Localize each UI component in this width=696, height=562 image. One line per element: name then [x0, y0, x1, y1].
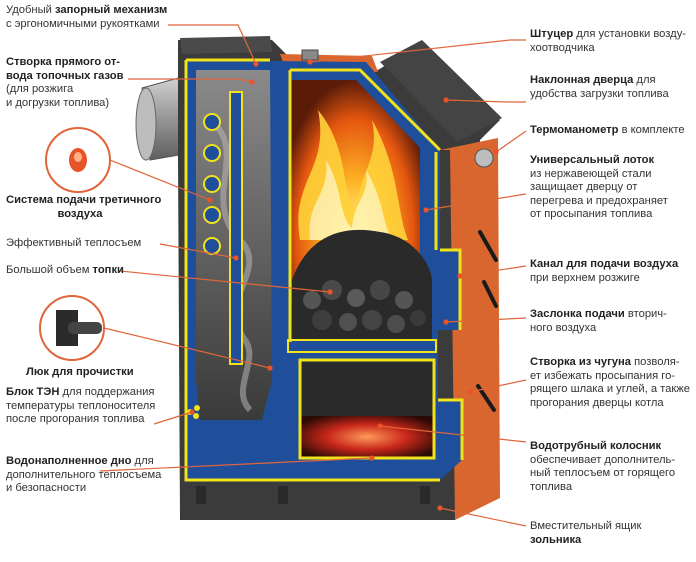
label-lock-mechanism: Удобный запорный механизм с эргономичным… — [6, 4, 168, 30]
chimney-pipe-opening — [135, 87, 157, 161]
label-ash-box: Вместительный ящик зольника — [530, 520, 642, 546]
label-firebox: Большой объем топки — [6, 264, 124, 276]
thermomanometer-gauge — [474, 148, 494, 168]
boiler-legs — [196, 486, 430, 504]
boiler-top-lid — [180, 36, 272, 54]
label-gas-flap: Створка прямого от- вода топочных газов … — [6, 56, 124, 109]
ash-box — [300, 416, 434, 458]
label-heat-removal: Эффективный теплосъем — [6, 237, 142, 249]
leader-lines — [99, 24, 527, 527]
tilted-door-panel — [380, 40, 502, 142]
label-tertiary-air: Система подачи третичного воздуха — [6, 194, 162, 220]
coal-pile — [292, 229, 432, 340]
label-universal-tray: Универсальный лоток из нержавеющей стали… — [530, 154, 668, 220]
label-water-bottom: Водонаполненное дно для дополнительного … — [6, 455, 162, 494]
water-grate — [287, 339, 437, 353]
label-ten-block: Блок ТЭН для поддержания температуры теп… — [6, 386, 156, 425]
label-cast-iron-flap: Створка из чугуна позволя- ет избежать п… — [530, 356, 690, 409]
tertiary-air-tubes — [203, 113, 221, 255]
yellow-trims — [184, 58, 464, 482]
flames — [298, 110, 408, 240]
label-secondary-damper: Заслонка подачи вторич- ного воздуха — [530, 308, 667, 334]
label-tilted-door: Наклонная дверца для удобства загрузки т… — [530, 74, 669, 100]
label-fitting: Штуцер для установки возду- хоотводчика — [530, 28, 687, 54]
label-thermomanometer: Термоманометр в комплекте — [530, 124, 685, 136]
tertiary-air-inset — [45, 127, 111, 193]
label-air-channel: Канал для подачи воздуха при верхнем роз… — [530, 258, 679, 284]
label-water-grate: Водотрубный колосник обеспечивает дополн… — [530, 440, 676, 493]
air-fitting — [301, 49, 319, 61]
leader-dots — [189, 59, 499, 511]
inner-divider — [229, 91, 243, 365]
label-cleaning-hatch: Люк для прочистки — [26, 366, 134, 378]
smoke-swirl — [208, 117, 253, 413]
cleaning-hatch-inset — [39, 295, 105, 361]
